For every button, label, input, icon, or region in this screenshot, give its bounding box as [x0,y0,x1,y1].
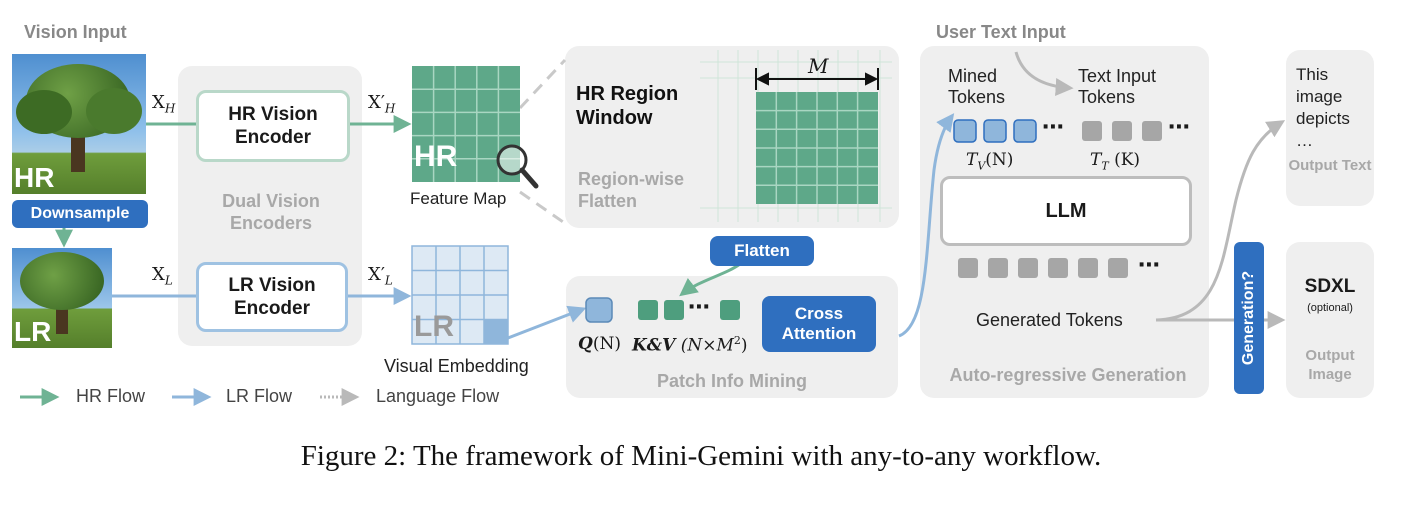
visual-embedding-lr-tag: LR [414,310,454,343]
generated-token [988,258,1008,278]
mined-token [983,119,1007,143]
xp-l-label: X′L [368,264,393,288]
legend-language-flow: Language Flow [376,386,500,406]
generation-decision: Generation? [1234,242,1264,394]
kv-ellipsis: ⋯ [688,294,710,319]
legend-hr-flow: HR Flow [76,386,146,406]
region-window-title: HR Region Window [576,83,679,129]
mined-token [953,119,977,143]
user-text-arrow [1014,51,1074,97]
vision-input-title: Vision Input [24,22,127,42]
generated-tokens-label: Generated Tokens [976,310,1123,330]
autoregressive-title: Auto-regressive Generation [949,365,1187,385]
feature-map-hr-tag: HR [414,140,458,173]
generated-token [958,258,978,278]
hr-tree-image: HR [12,54,146,194]
hr-image-tag: HR [14,162,55,193]
kv-token [664,300,684,320]
magnifier-icon [496,144,539,189]
lr-tree-image: LR [12,248,112,348]
kv-token [720,300,740,320]
m-label: M [808,54,829,78]
m-dimension-arrow [755,68,879,90]
generated-token [1048,258,1068,278]
output-image-panel [1286,242,1374,398]
kv-token [638,300,658,320]
cross-attn-to-llm-arrow [898,113,955,338]
text-input-tokens-label: Text Input Tokens [1078,66,1157,107]
dual-encoders-label: Dual Vision Encoders [222,191,320,233]
patch-info-mining-title: Patch Info Mining [657,371,807,391]
visual-embedding-label: Visual Embedding [384,356,529,376]
kv-label: K&V (N×M2) [632,334,748,356]
lr-vision-encoder: LR Vision Encoder [196,262,348,332]
tt-label: TT (K) [1090,150,1141,173]
cross-attention-box: Cross Attention [762,296,876,352]
generated-token [1108,258,1128,278]
llm-box: LLM [940,176,1192,246]
figure-caption: Figure 2: The framework of Mini-Gemini w… [300,440,1102,472]
sdxl-optional: (optional) [1307,302,1353,314]
lr-embed-arrow [507,305,587,340]
text-tokens-ellipsis: ⋯ [1168,114,1190,139]
x-l-label: XL [152,264,173,288]
lr-image-tag: LR [14,316,52,347]
mined-token [1013,119,1037,143]
q-token [585,297,613,323]
to-output-text-arrow [1155,120,1286,322]
xp-h-label: X′H [368,92,396,116]
text-token [1112,121,1132,141]
zoom-dashed-line [519,190,567,226]
feature-map-label: Feature Map [410,189,507,208]
tv-label: TV(N) [966,150,1014,173]
mined-tokens-ellipsis: ⋯ [1042,114,1064,139]
text-token [1142,121,1162,141]
mined-tokens-label: Mined Tokens [948,66,1006,107]
zoom-dashed-line [518,58,567,110]
generated-token [1078,258,1098,278]
flatten-button: Flatten [710,236,814,266]
lr-embedding-grid [411,245,509,345]
x-h-label: XH [152,92,176,116]
legend-lr-flow: LR Flow [226,386,293,406]
sdxl-label: SDXL [1304,276,1356,297]
user-text-input-label: User Text Input [936,22,1066,42]
text-token [1082,121,1102,141]
generated-token [1018,258,1038,278]
region-window-grid [756,92,878,204]
q-label: Q(N) [578,334,621,354]
generated-tokens-ellipsis: ⋯ [1138,252,1160,277]
output-text-panel [1286,50,1374,206]
region-wise-flatten-label: Region-wise Flatten [578,169,685,211]
output-image-label: Output Image [1305,347,1355,383]
downsample-button: Downsample [12,200,148,228]
hr-vision-encoder: HR Vision Encoder [196,90,350,162]
flatten-arrow [679,262,741,297]
output-text-label: Output Text [1288,157,1372,174]
output-text-sample: This image depicts … [1296,65,1350,150]
